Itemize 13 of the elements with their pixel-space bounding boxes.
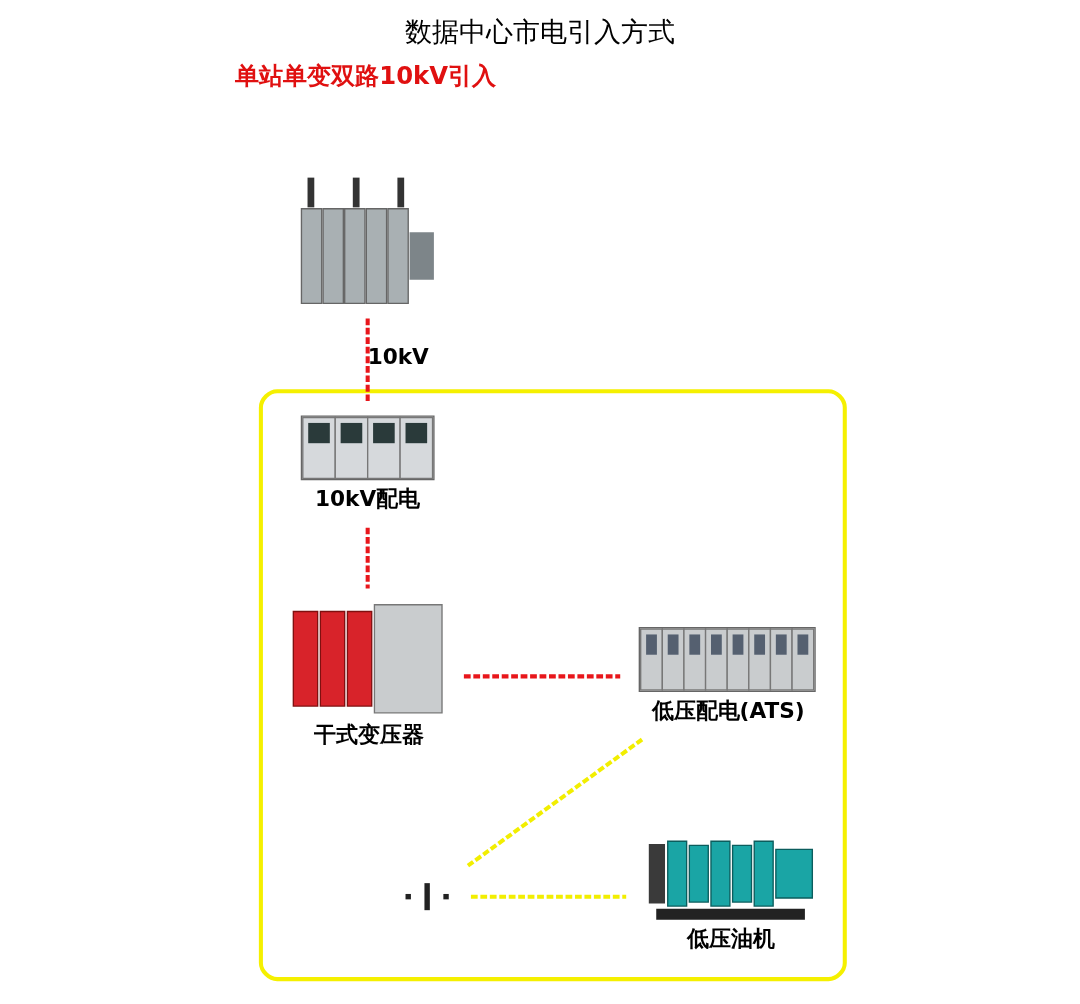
node-label: 低压配电(ATS) — [651, 697, 805, 723]
node-label: 干式变压器 — [314, 722, 425, 748]
node-label: 10kV配电 — [314, 486, 421, 512]
edge-label: 10kV — [367, 343, 429, 369]
connector — [365, 318, 370, 402]
connector — [463, 674, 621, 679]
label: 单站单变双路10kV引入 — [235, 60, 497, 90]
connector — [470, 894, 627, 899]
cluster — [258, 389, 847, 982]
connector — [365, 527, 370, 589]
node-label: 低压油机 — [687, 926, 776, 952]
diagram-title: 数据中心市电引入方式 — [405, 16, 675, 48]
connector — [465, 737, 644, 869]
